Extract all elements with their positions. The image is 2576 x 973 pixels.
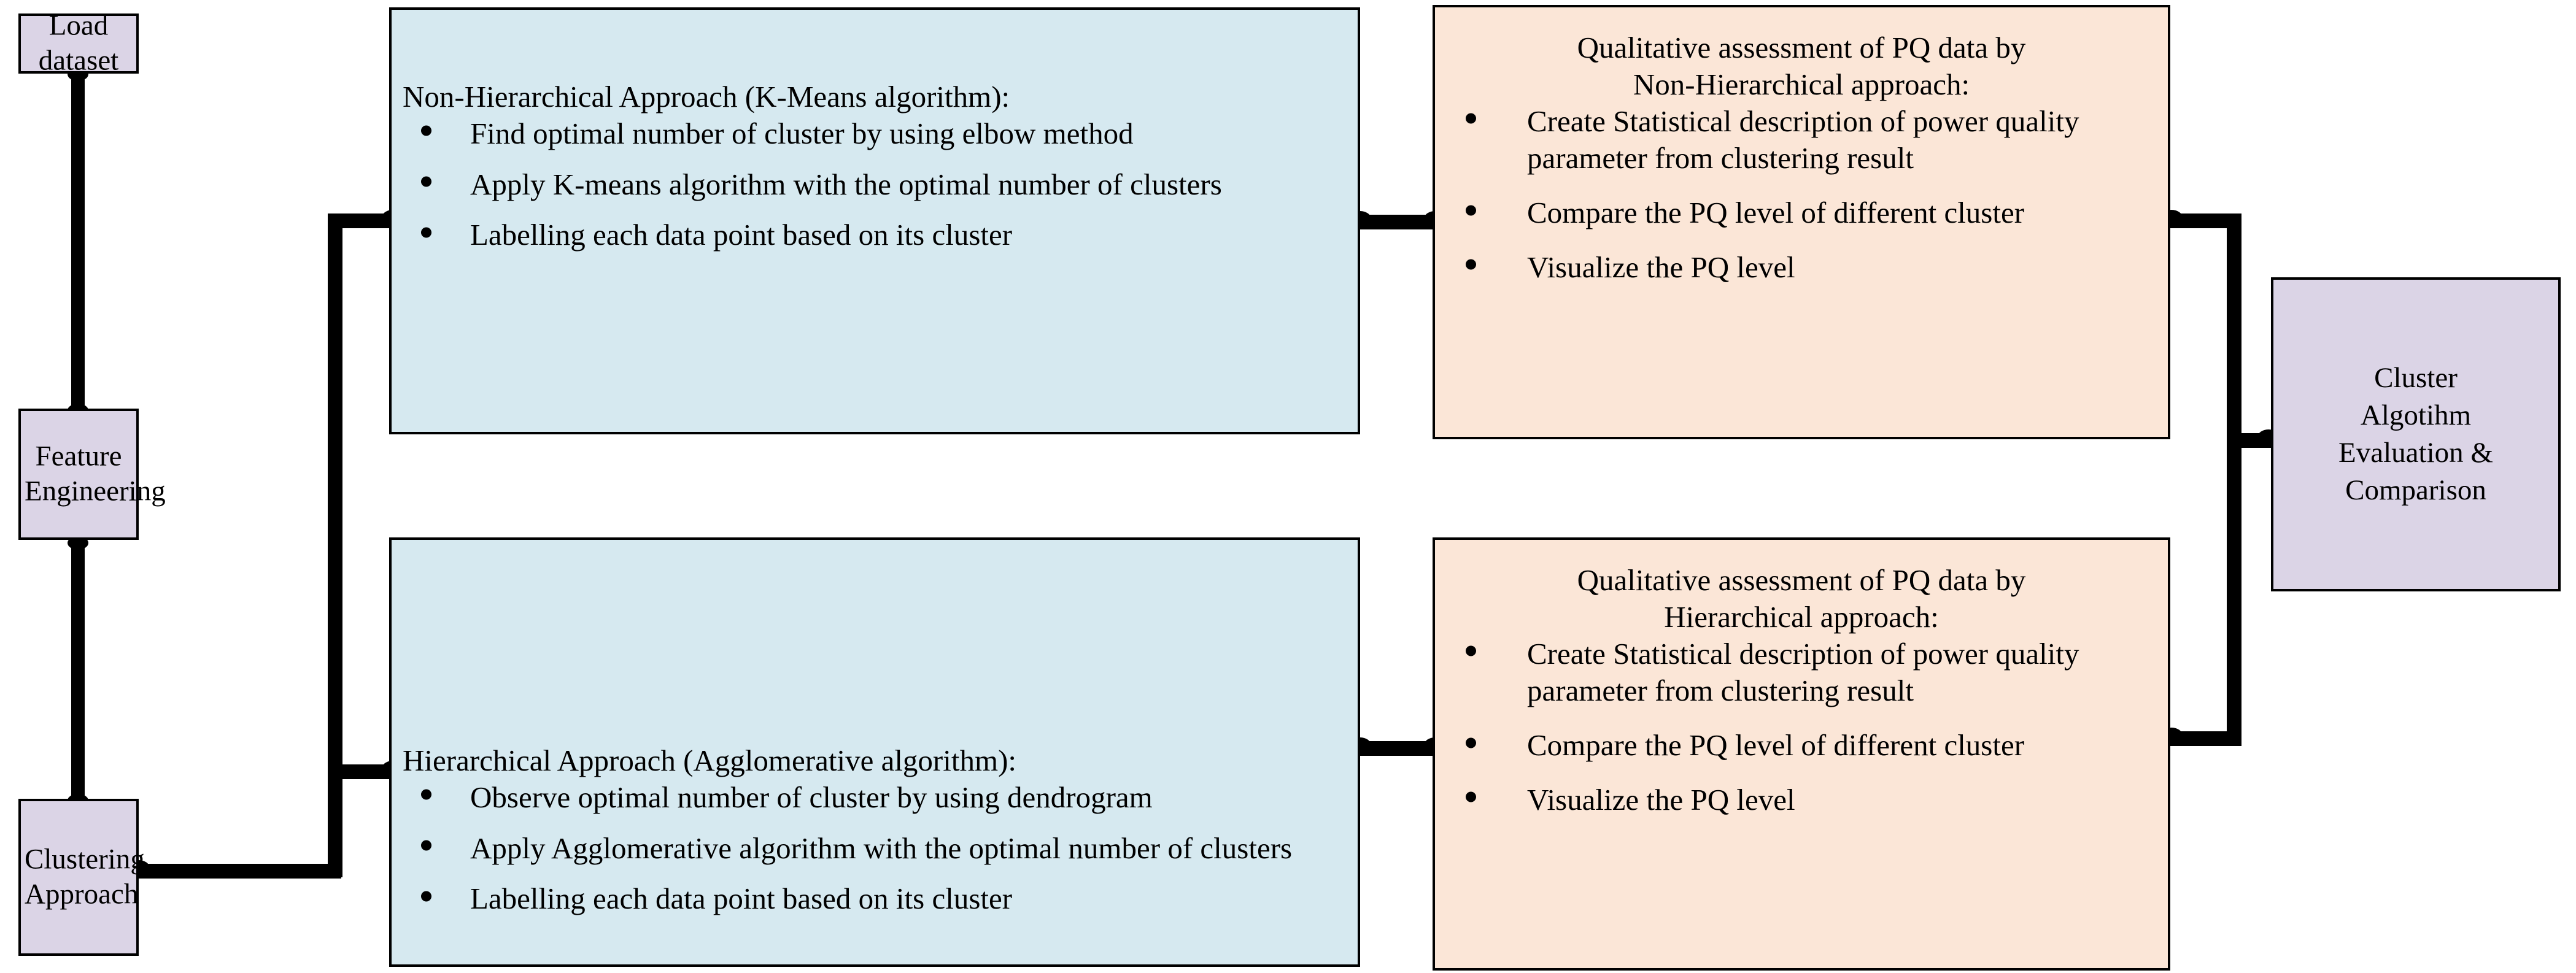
node-load-dataset-label: Load dataset [21,9,136,79]
list-item: Visualize the PQ level [1441,782,2162,819]
edge-merge-trunk [2227,213,2241,746]
edge-load-to-feature [71,72,85,411]
heading-line-1: Qualitative assessment of PQ data by [1577,31,2026,64]
node-cluster-evaluation-line1: Cluster [2374,361,2458,394]
node-qualitative-hierarchical-heading: Qualitative assessment of PQ data by Hie… [1441,562,2162,636]
bullet-dot-icon [1466,259,1476,270]
node-load-dataset-line1: Load [48,9,109,42]
list-item-text: Apply K-means algorithm with the optimal… [470,167,1222,201]
list-item-text: Create Statistical description of power … [1527,104,2079,175]
node-qualitative-non-hierarchical-heading: Qualitative assessment of PQ data by Non… [1441,29,2162,103]
bullet-dot-icon [1466,113,1476,124]
node-non-hierarchical-bullet-list: Find optimal number of cluster by using … [403,115,1349,254]
node-qualitative-hierarchical[interactable]: Qualitative assessment of PQ data by Hie… [1433,537,2170,971]
edge-feature-to-clustering [71,541,85,801]
list-item-text: Observe optimal number of cluster by usi… [470,780,1153,814]
bullet-dot-icon [421,227,431,238]
list-item-text: Labelling each data point based on its c… [470,218,1013,252]
node-qualitative-non-hierarchical-bullet-list: Create Statistical description of power … [1441,103,2162,287]
node-cluster-evaluation-label: Cluster Algotihm Evaluation & Comparison [2273,360,2558,509]
bullet-dot-icon [421,176,431,187]
list-item-text: Compare the PQ level of different cluste… [1527,728,2025,763]
node-cluster-evaluation-line3: Evaluation & [2338,437,2493,469]
heading-line-2: Non-Hierarchical approach: [1633,67,1970,101]
node-hierarchical-heading: Hierarchical Approach (Agglomerative alg… [403,744,1017,777]
node-load-dataset[interactable]: Load dataset [18,10,139,77]
node-hierarchical-bullet-list: Observe optimal number of cluster by usi… [403,779,1349,918]
bullet-dot-icon [1466,737,1476,748]
list-item: Create Statistical description of power … [1441,636,2162,710]
node-cluster-evaluation-line2: Algotihm [2360,399,2472,431]
bullet-dot-icon [1466,205,1476,215]
node-clustering-approach-line1: Clustering [25,843,145,875]
list-item-text: Labelling each data point based on its c… [470,882,1013,916]
node-feature-engineering-label: Feature Engineering [21,439,166,510]
node-clustering-approach-line2: Approach [25,879,139,910]
node-non-hierarchical-content: Non-Hierarchical Approach (K-Means algor… [403,79,1349,267]
node-cluster-evaluation[interactable]: Cluster Algotihm Evaluation & Comparison [2271,277,2561,591]
list-item-text: Apply Agglomerative algorithm with the o… [470,831,1293,865]
node-load-dataset-line2: dataset [38,45,119,77]
list-item: Labelling each data point based on its c… [403,880,1349,918]
node-qualitative-non-hierarchical[interactable]: Qualitative assessment of PQ data by Non… [1433,5,2170,439]
node-non-hierarchical-heading: Non-Hierarchical Approach (K-Means algor… [403,80,1010,113]
list-item: Compare the PQ level of different cluste… [1441,194,2162,232]
bullet-dot-icon [421,789,431,800]
list-item: Labelling each data point based on its c… [403,217,1349,254]
node-qualitative-hierarchical-bullet-list: Create Statistical description of power … [1441,636,2162,819]
list-item-text: Visualize the PQ level [1527,782,1795,817]
heading-line-1: Qualitative assessment of PQ data by [1577,563,2026,597]
node-hierarchical-content: Hierarchical Approach (Agglomerative alg… [403,742,1349,931]
list-item: Apply Agglomerative algorithm with the o… [403,830,1349,867]
node-clustering-approach-label: Clustering Approach [21,842,145,913]
node-feature-engineering-line1: Feature [35,440,122,472]
node-feature-engineering-line2: Engineering [25,475,166,507]
list-item-text: Visualize the PQ level [1527,250,1795,284]
node-qualitative-non-hierarchical-content: Qualitative assessment of PQ data by Non… [1441,29,2162,304]
list-item-text: Find optimal number of cluster by using … [470,116,1134,150]
list-item: Visualize the PQ level [1441,249,2162,287]
list-item-text: Create Statistical description of power … [1527,636,2079,708]
node-qualitative-hierarchical-content: Qualitative assessment of PQ data by Hie… [1441,562,2162,836]
list-item: Compare the PQ level of different cluste… [1441,727,2162,764]
edge-clustering-right-stub [133,864,341,879]
node-feature-engineering[interactable]: Feature Engineering [18,409,166,540]
bullet-dot-icon [1466,645,1476,656]
list-item: Create Statistical description of power … [1441,103,2162,178]
list-item: Observe optimal number of cluster by usi… [403,779,1349,817]
list-item-text: Compare the PQ level of different cluste… [1527,196,2025,230]
node-hierarchical-approach[interactable]: Hierarchical Approach (Agglomerative alg… [389,537,1360,967]
node-clustering-approach[interactable]: Clustering Approach [18,799,145,956]
list-item: Apply K-means algorithm with the optimal… [403,166,1349,204]
heading-line-2: Hierarchical approach: [1664,599,1939,634]
bullet-dot-icon [421,891,431,902]
node-non-hierarchical-approach[interactable]: Non-Hierarchical Approach (K-Means algor… [389,7,1360,434]
bullet-dot-icon [1466,791,1476,802]
bullet-dot-icon [421,840,431,851]
list-item: Find optimal number of cluster by using … [403,115,1349,153]
node-cluster-evaluation-line4: Comparison [2345,474,2486,507]
bullet-dot-icon [421,125,431,136]
